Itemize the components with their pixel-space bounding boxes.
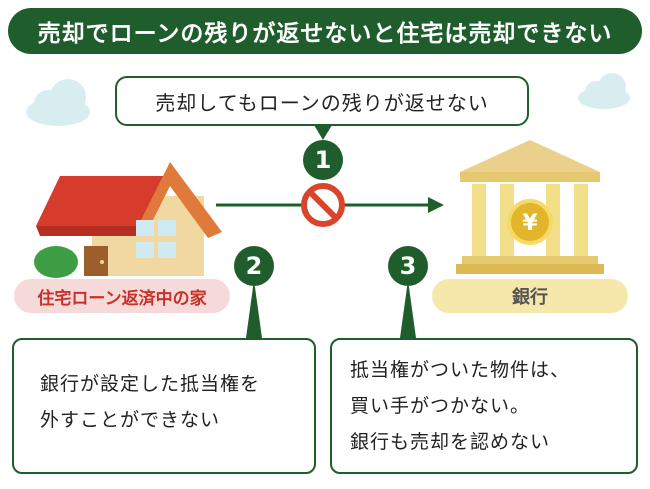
title-banner: 売却でローンの残りが返せないと住宅は売却できない: [8, 8, 642, 54]
house-label: 住宅ローン返済中の家: [14, 279, 230, 313]
house-label-text: 住宅ローン返済中の家: [37, 288, 207, 309]
yen-symbol: ¥: [522, 211, 538, 236]
reason-2-line-1: 銀行が設定した抵当権を: [40, 373, 261, 395]
cloud-left-icon: [26, 79, 90, 126]
callout-pointer: [314, 125, 332, 140]
bank-icon: ¥: [456, 140, 604, 274]
connector-3: [400, 280, 416, 338]
title-text: 売却でローンの残りが返せないと住宅は売却できない: [37, 21, 613, 47]
connector-2: [246, 280, 262, 338]
reason-3-line-3: 銀行も売却を認めない: [350, 431, 551, 453]
cloud-right-icon: [578, 73, 630, 109]
prohibited-icon: [301, 183, 345, 227]
callout-text: 売却してもローンの残りが返せない: [155, 90, 489, 115]
reason-3-line-2: 買い手がつかない。: [350, 395, 531, 417]
reason-box-3: 抵当権がついた物件は、 買い手がつかない。 銀行も売却を認めない: [330, 338, 638, 474]
house-icon: [34, 162, 222, 278]
reason-3-line-1: 抵当権がついた物件は、: [350, 359, 571, 381]
step-badge-1: 1: [303, 140, 343, 180]
callout-box: 売却してもローンの残りが返せない: [115, 76, 529, 126]
bank-label-text: 銀行: [512, 287, 548, 308]
reason-box-2: 銀行が設定した抵当権を 外すことができない: [12, 338, 316, 474]
step-badge-2: 2: [234, 246, 274, 286]
reason-2-line-2: 外すことができない: [40, 409, 221, 431]
bank-label: 銀行: [432, 279, 628, 313]
transfer-arrow-head: [428, 197, 444, 213]
step-badge-3: 3: [388, 246, 428, 286]
yen-coin-icon: [507, 199, 553, 245]
